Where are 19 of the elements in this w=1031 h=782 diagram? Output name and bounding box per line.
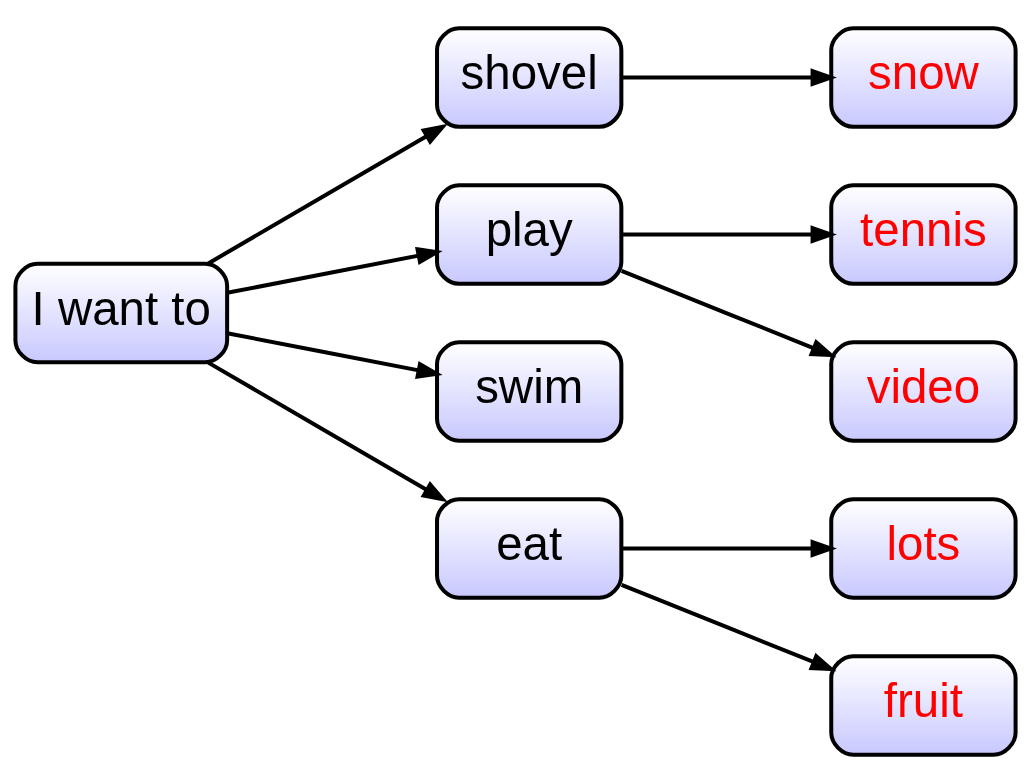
arrow xyxy=(620,582,837,671)
node-box: play xyxy=(435,182,624,286)
arrow xyxy=(206,360,448,502)
node-box: I want to xyxy=(13,261,230,364)
arrow xyxy=(621,224,837,244)
node-box: fruit xyxy=(829,653,1018,757)
node-box: shovel xyxy=(435,25,624,129)
node-box: lots xyxy=(829,496,1018,600)
arrow xyxy=(226,330,443,379)
node-box: tennis xyxy=(829,182,1018,286)
arrow xyxy=(621,67,837,87)
node-box: snow xyxy=(829,25,1018,129)
arrow xyxy=(206,123,448,265)
node-box: swim xyxy=(435,339,624,443)
node-box: video xyxy=(829,339,1018,443)
arrow xyxy=(620,268,837,357)
arrow xyxy=(226,246,443,295)
node-box: eat xyxy=(435,496,624,600)
arrow xyxy=(621,538,837,558)
